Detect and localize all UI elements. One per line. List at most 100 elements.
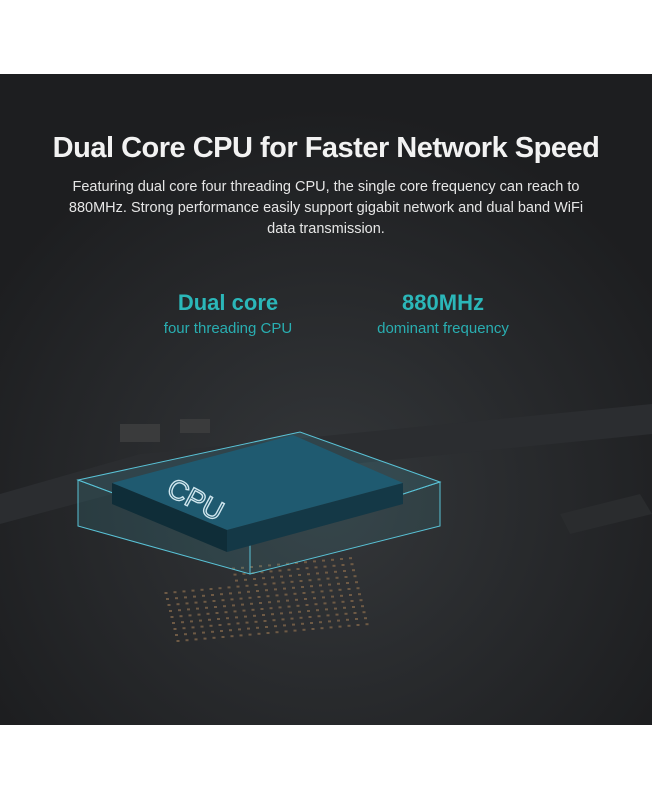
solder-pad bbox=[338, 625, 342, 628]
solder-pad bbox=[271, 613, 274, 616]
solder-pad bbox=[184, 633, 187, 636]
solder-pad bbox=[296, 604, 300, 607]
solder-pad bbox=[232, 567, 235, 570]
solder-pad bbox=[214, 606, 217, 608]
solder-pad bbox=[283, 624, 286, 627]
solder-pad bbox=[256, 590, 259, 592]
solder-pad bbox=[263, 583, 267, 586]
solder-pad bbox=[169, 610, 172, 612]
solder-pad bbox=[326, 577, 330, 580]
solder-pad bbox=[337, 582, 340, 585]
solder-pad bbox=[278, 606, 282, 609]
solder-pad-grid bbox=[164, 557, 369, 642]
solder-pad bbox=[215, 612, 219, 614]
solder-pad bbox=[257, 596, 261, 598]
solder-pad bbox=[185, 639, 189, 642]
solder-pad bbox=[191, 626, 195, 629]
solder-pad bbox=[275, 594, 279, 597]
solder-pad bbox=[335, 613, 339, 616]
solder-pad bbox=[308, 579, 312, 582]
cpu-chip-top bbox=[112, 435, 403, 530]
solder-pad bbox=[304, 561, 307, 564]
solder-pad bbox=[317, 578, 321, 581]
solder-pad bbox=[269, 607, 273, 610]
solder-pad bbox=[343, 570, 346, 572]
stat-dual-core: Dual core four threading CPU bbox=[118, 288, 338, 340]
solder-pad bbox=[314, 566, 318, 569]
solder-pad bbox=[254, 584, 258, 586]
solder-pad bbox=[196, 607, 199, 610]
solder-pad bbox=[355, 581, 358, 584]
solder-pad bbox=[181, 621, 184, 624]
solder-pad bbox=[305, 604, 309, 606]
solder-pad bbox=[221, 599, 225, 602]
solder-pad bbox=[323, 602, 327, 605]
solder-pad bbox=[292, 623, 295, 626]
solder-pad bbox=[359, 599, 363, 602]
solder-pad bbox=[227, 586, 231, 589]
stat-label: four threading CPU bbox=[163, 320, 293, 337]
solder-pad bbox=[205, 606, 208, 609]
solder-pad bbox=[284, 593, 288, 596]
solder-pad bbox=[286, 562, 289, 565]
solder-pad bbox=[293, 592, 297, 595]
stat-frequency: 880MHz dominant frequency bbox=[333, 288, 553, 340]
solder-pad bbox=[167, 604, 171, 606]
solder-pad bbox=[305, 567, 309, 570]
solder-pad bbox=[245, 584, 249, 587]
board-component bbox=[120, 424, 160, 442]
solder-pad bbox=[317, 615, 321, 618]
solder-pad bbox=[175, 634, 178, 636]
solder-pad bbox=[290, 580, 294, 583]
solder-pad bbox=[353, 575, 357, 578]
solder-pad bbox=[278, 569, 282, 572]
board-component bbox=[180, 419, 210, 433]
solder-pad bbox=[280, 612, 283, 615]
solder-pad bbox=[307, 573, 310, 576]
solder-pad bbox=[209, 588, 213, 590]
solder-pad bbox=[197, 613, 201, 616]
solder-pad bbox=[325, 608, 328, 611]
solder-pad bbox=[200, 625, 204, 628]
solder-pad bbox=[170, 616, 174, 618]
solder-pad bbox=[314, 603, 318, 606]
solder-pad bbox=[343, 606, 346, 609]
solder-pad bbox=[277, 600, 280, 603]
solder-pad bbox=[286, 599, 289, 602]
solder-pad bbox=[265, 589, 268, 592]
solder-pad bbox=[212, 636, 216, 639]
solder-pad bbox=[182, 590, 186, 593]
solder-pad bbox=[194, 638, 198, 641]
solder-pad bbox=[319, 621, 322, 624]
solder-pad bbox=[269, 570, 273, 573]
solder-pad bbox=[364, 617, 367, 620]
solder-pad bbox=[346, 582, 349, 584]
solder-pad bbox=[193, 595, 196, 598]
solder-pad bbox=[206, 612, 210, 615]
solder-pad bbox=[332, 564, 336, 567]
solder-pad bbox=[281, 581, 285, 584]
solder-pad bbox=[251, 608, 255, 611]
solder-pad bbox=[275, 631, 279, 634]
solder-pad bbox=[248, 596, 252, 599]
solder-pad bbox=[331, 558, 334, 561]
solder-pad bbox=[356, 624, 360, 626]
solder-pad bbox=[245, 621, 249, 624]
solder-pad bbox=[223, 605, 226, 608]
solder-pad bbox=[308, 616, 312, 618]
solder-pad bbox=[301, 622, 304, 625]
solder-pad bbox=[352, 569, 355, 572]
solder-pad bbox=[316, 609, 319, 612]
solder-pad bbox=[316, 572, 319, 575]
solder-pad bbox=[236, 585, 240, 588]
solder-pad bbox=[254, 620, 258, 623]
stat-label: dominant frequency bbox=[377, 320, 509, 337]
solder-pad bbox=[332, 601, 336, 604]
solder-pad bbox=[260, 571, 264, 574]
solder-pad bbox=[352, 606, 355, 608]
solder-pad bbox=[202, 594, 205, 597]
solder-pad bbox=[302, 592, 306, 594]
solder-pad bbox=[347, 624, 351, 627]
solder-pad bbox=[238, 591, 241, 594]
solder-pad bbox=[236, 622, 240, 625]
